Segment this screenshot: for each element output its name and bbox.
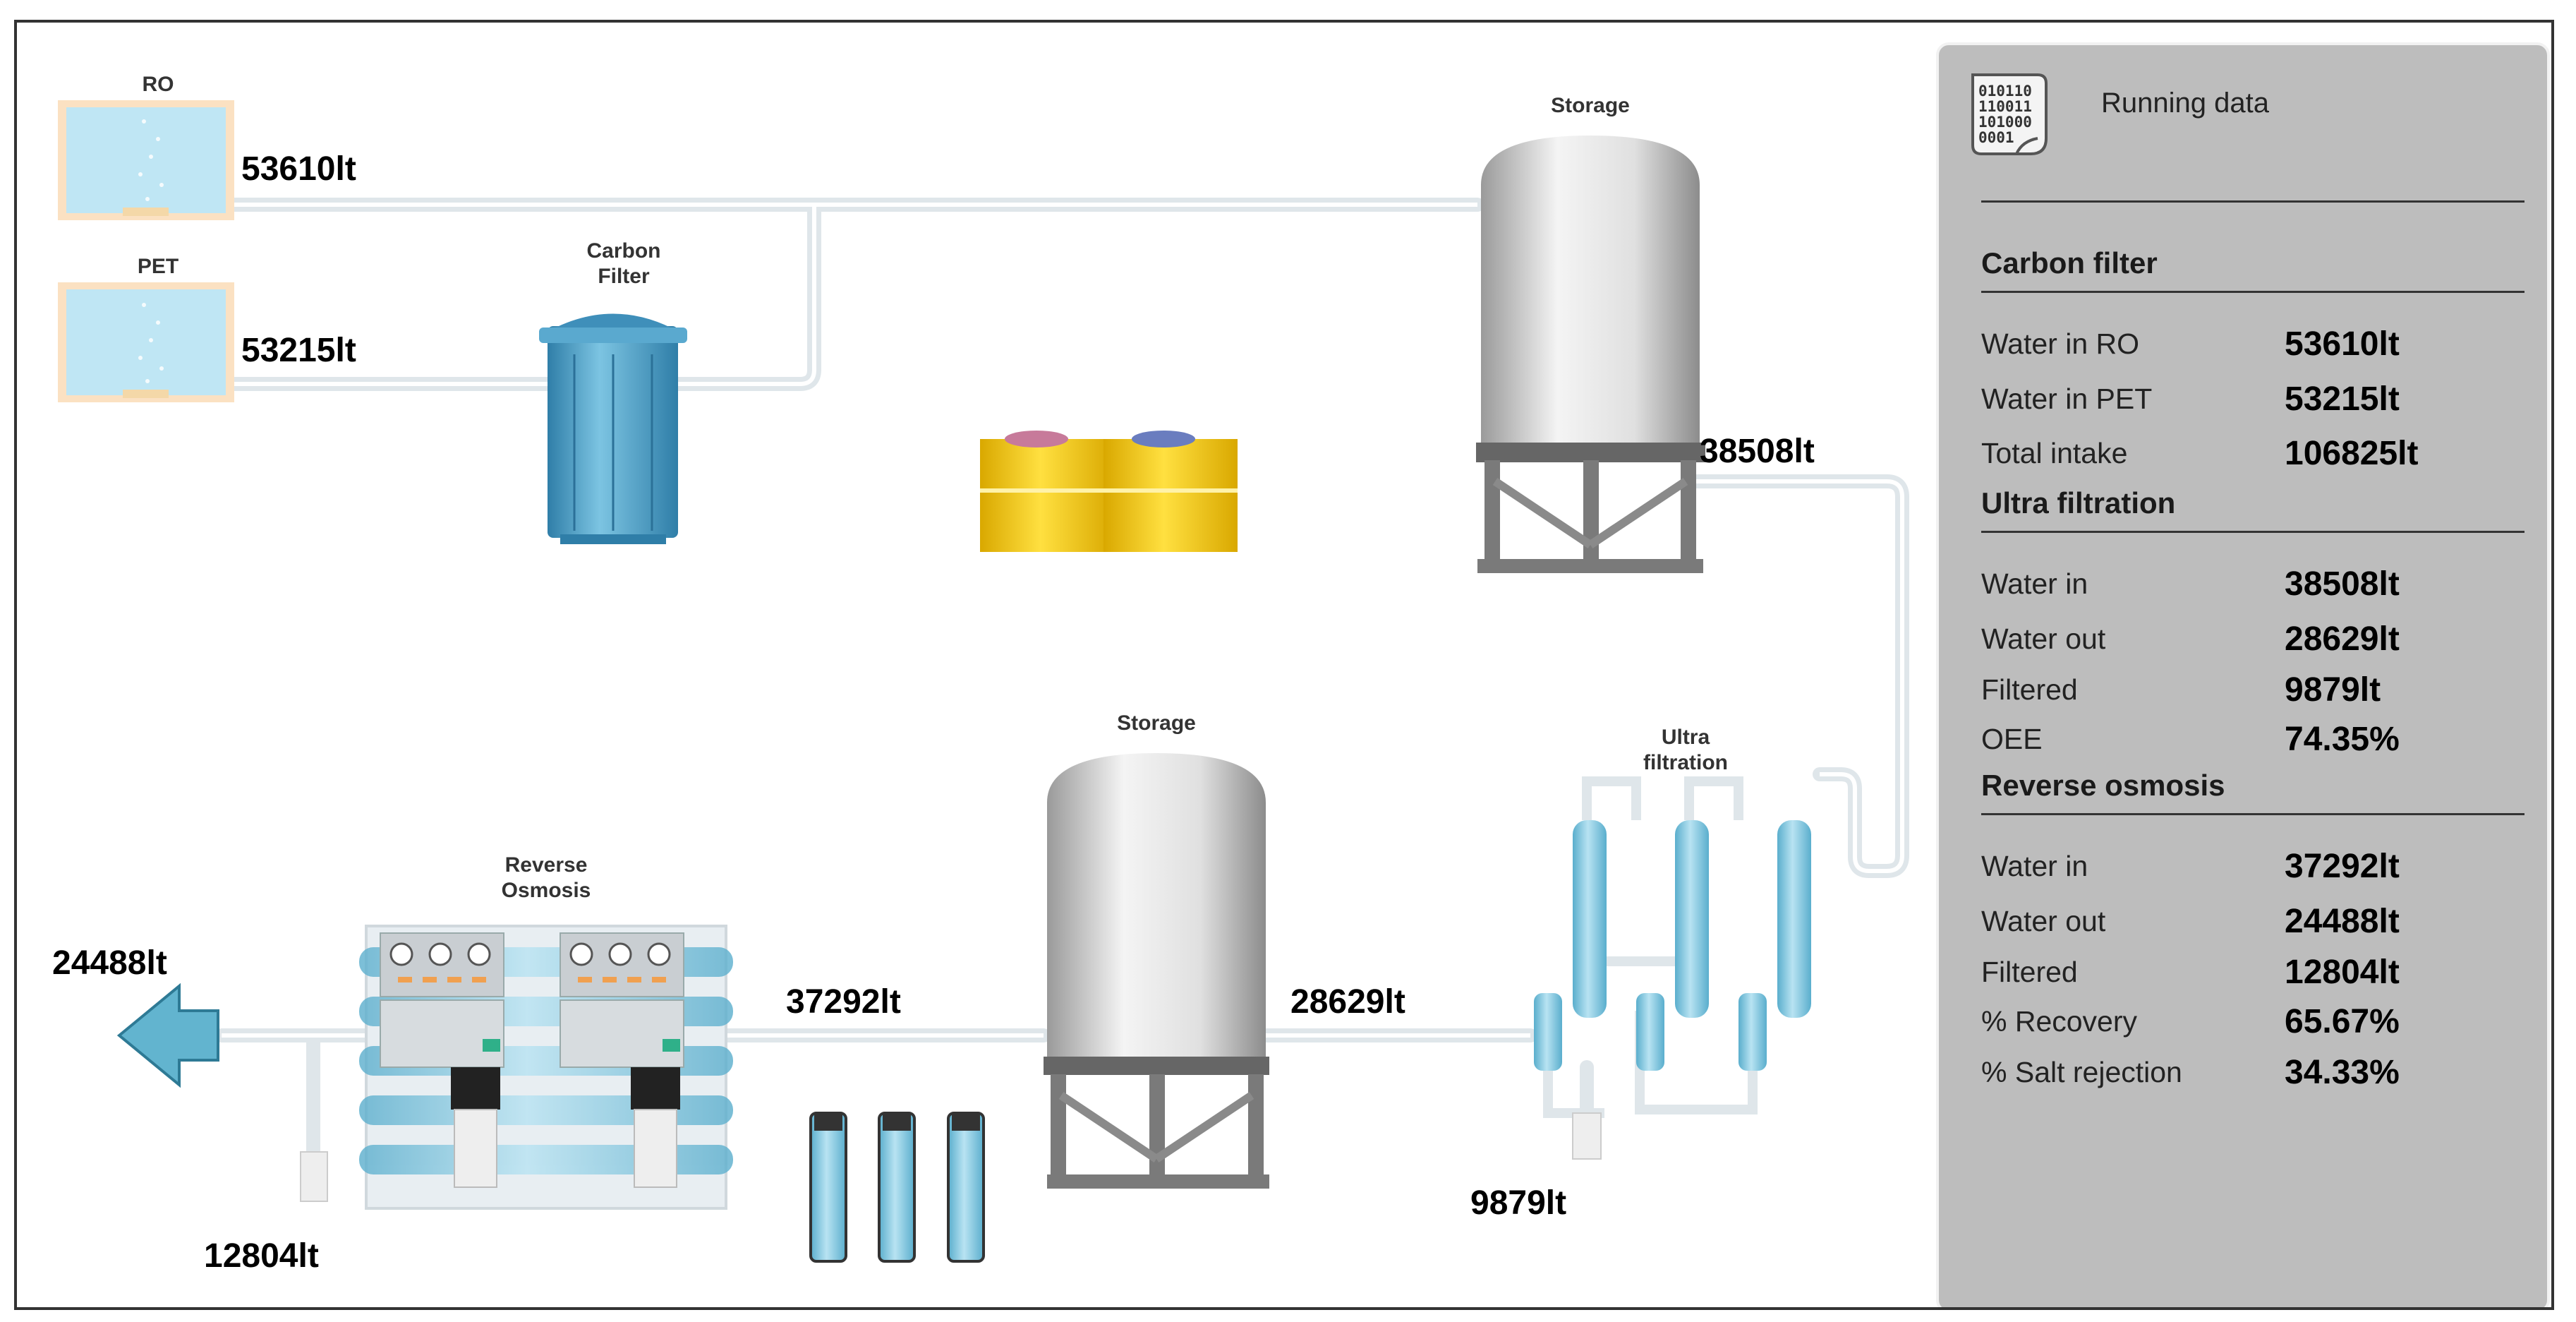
storage-bottom-label: Storage <box>1117 711 1196 735</box>
row-value: 28629lt <box>2285 620 2400 658</box>
storage-top-label: Storage <box>1551 94 1630 117</box>
icon-line-1: 010110 <box>1978 83 2032 100</box>
row-value: 53610lt <box>2285 325 2400 363</box>
cartridge-filters <box>809 1112 985 1263</box>
icon-line-4: 0001 <box>1978 129 2014 146</box>
pipe-storage-to-ultra <box>1689 474 1909 878</box>
section-heading-carbon-filter: Carbon filter <box>1981 246 2158 280</box>
ro-in-value: 37292lt <box>786 983 901 1021</box>
carbon-filter <box>539 313 687 544</box>
panel-divider <box>1981 200 2524 203</box>
row-value: 106825lt <box>2285 435 2419 472</box>
row-label: Filtered <box>1981 956 2078 988</box>
section-divider <box>1981 813 2524 815</box>
storage-top-out-value: 38508lt <box>1700 433 1815 470</box>
section-heading-reverse-osmosis: Reverse osmosis <box>1981 769 2225 802</box>
row-label: Filtered <box>1981 673 2078 706</box>
row-label: Water in PET <box>1981 383 2153 415</box>
row-value: 9879lt <box>2285 671 2381 709</box>
row-value: 74.35% <box>2285 721 2400 758</box>
row-value: 37292lt <box>2285 848 2400 885</box>
chemical-tanks <box>980 431 1238 552</box>
ultra-out-value: 28629lt <box>1290 983 1405 1021</box>
ro-volume-value: 53610lt <box>241 150 356 188</box>
pet-tank-label: PET <box>137 255 179 278</box>
section-divider <box>1981 531 2524 533</box>
icon-line-2: 110011 <box>1978 98 2032 115</box>
row-value: 53215lt <box>2285 380 2400 418</box>
reverse-osmosis-label: Reverse Osmosis <box>501 853 591 902</box>
row-label: OEE <box>1981 723 2043 755</box>
row-label: Total intake <box>1981 437 2128 469</box>
ro-out-value: 24488lt <box>52 944 167 982</box>
icon-line-3: 101000 <box>1978 114 2032 131</box>
pet-tank <box>58 282 234 402</box>
row-value: 34.33% <box>2285 1054 2400 1091</box>
row-label: % Salt rejection <box>1981 1056 2182 1088</box>
ro-filtered-value: 12804lt <box>204 1237 319 1275</box>
row-value: 38508lt <box>2285 565 2400 603</box>
carbon-filter-label: Carbon Filter <box>586 239 661 288</box>
panel-title: Running data <box>2101 88 2269 119</box>
ro-tank <box>58 100 234 220</box>
running-data-panel: 010110 110011 101000 0001 Running data C… <box>1936 42 2550 1307</box>
row-value: 24488lt <box>2285 903 2400 940</box>
storage-tank-top <box>1476 136 1705 573</box>
process-frame: RO PET Carbon Filter Storage Storage Ult… <box>14 20 2554 1310</box>
row-label: Water in <box>1981 567 2088 600</box>
process-diagram <box>58 100 1909 1263</box>
ultra-filtration-unit <box>1534 776 1811 1160</box>
section-heading-ultra-filtration: Ultra filtration <box>1981 486 2176 519</box>
pet-volume-value: 53215lt <box>241 332 356 369</box>
ro-tank-label: RO <box>142 73 174 96</box>
row-label: Water in RO <box>1981 328 2140 360</box>
data-file-icon: 010110 110011 101000 0001 <box>1967 71 2052 162</box>
storage-tank-bottom <box>1044 753 1269 1189</box>
row-value: 12804lt <box>2285 954 2400 991</box>
outlet-arrow <box>116 983 328 1202</box>
row-value: 65.67% <box>2285 1003 2400 1040</box>
row-label: Water in <box>1981 850 2088 882</box>
section-divider <box>1981 291 2524 293</box>
ultra-filtered-value: 9879lt <box>1470 1184 1567 1222</box>
row-label: % Recovery <box>1981 1005 2138 1038</box>
ultra-filtration-label: Ultra filtration <box>1643 726 1728 774</box>
reverse-osmosis-unit <box>359 925 733 1210</box>
row-label: Water out <box>1981 905 2106 937</box>
row-label: Water out <box>1981 623 2106 655</box>
